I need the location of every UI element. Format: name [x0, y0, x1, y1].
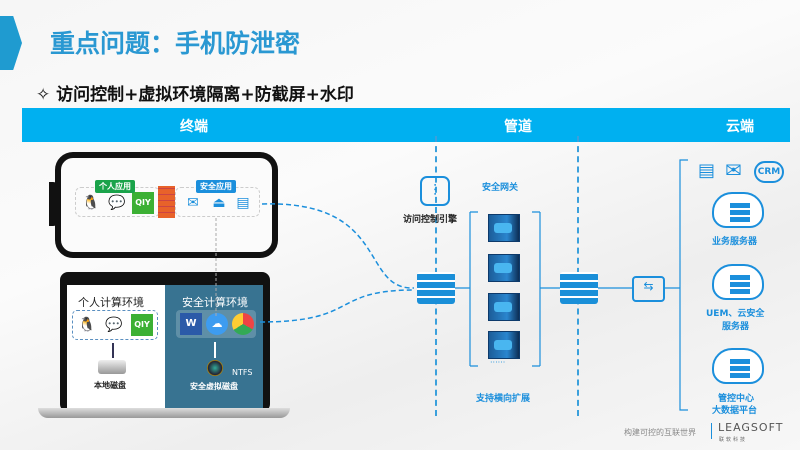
page-title: 重点问题：手机防泄密: [50, 29, 301, 58]
uem-label: UEM、云安全: [706, 309, 765, 319]
personal-apps-label: 个人应用: [95, 180, 135, 193]
gateway-node-icon: [488, 293, 520, 321]
section-pipe: 管道: [504, 119, 532, 135]
section-terminal: 终端: [180, 119, 208, 135]
iqiyi-icon: QIY: [132, 192, 154, 214]
cloud-drive-icon: ⏏: [212, 195, 226, 211]
phone-notch: [49, 182, 59, 226]
chrome-icon: [232, 313, 254, 335]
ntfs-label: NTFS: [232, 368, 253, 377]
contact-card-icon: ▤: [698, 160, 716, 181]
wechat-icon: 💬: [108, 195, 126, 211]
laptop-link: [259, 289, 415, 323]
personal-env-label: 个人计算环境: [78, 296, 144, 309]
virtual-disk-icon: [207, 360, 223, 376]
cloud-server-icon: [712, 264, 764, 300]
gateway-node-icon: [488, 254, 520, 282]
pipe-links: [455, 212, 680, 366]
connector-arrow: [112, 343, 114, 358]
scale-label: 支持横向扩展: [476, 394, 531, 404]
more-dots: ······: [490, 358, 506, 367]
footer-divider: [711, 423, 712, 439]
qq-icon: 🐧: [78, 317, 96, 333]
contact-card-icon: ▤: [236, 195, 250, 211]
qq-icon: 🐧: [82, 195, 100, 211]
wechat-icon: 💬: [105, 317, 123, 333]
brand-logo: LEAGSOFT: [718, 421, 784, 434]
section-cloud: 云端: [726, 119, 754, 135]
cloud-icon: ☁: [206, 313, 228, 335]
gateway-label: 安全网关: [482, 183, 519, 193]
mgmt-label: 管控中心: [718, 394, 755, 404]
local-disk-label: 本地磁盘: [94, 381, 126, 390]
personal-env-panel: [67, 285, 165, 408]
iqiyi-icon: QIY: [131, 314, 153, 336]
laptop-base: [38, 408, 290, 418]
crm-icon: CRM: [754, 161, 784, 183]
mail-icon: ✉: [187, 195, 199, 211]
access-engine-icon: ⫶: [420, 176, 450, 206]
personal-env-apps: 🐧 💬 QIY: [72, 310, 158, 340]
gateway-node-icon: [488, 214, 520, 242]
firewall-icon: [417, 272, 455, 304]
gateway-node-icon: [488, 331, 520, 359]
title-chevron: [0, 16, 22, 70]
cloud-server-icon: [712, 348, 764, 384]
router-icon: ⇆: [632, 276, 665, 302]
firewall-icon: [560, 272, 598, 304]
cloud-server-icon: [712, 192, 764, 228]
secure-env-label: 安全计算环境: [182, 296, 248, 309]
brackets: [470, 159, 688, 411]
uem-label-2: 服务器: [722, 322, 750, 332]
subtitle: ✧ 访问控制+虚拟环境隔离+防截屏+水印: [36, 85, 354, 105]
footer-slogan: 构建可控的互联世界: [624, 428, 696, 437]
phone-link: [261, 203, 415, 289]
local-disk-icon: [98, 360, 126, 374]
section-header-band: 终端 管道 云端: [22, 108, 790, 142]
virtual-disk-label: 安全虚拟磁盘: [190, 382, 238, 391]
word-icon: W: [180, 313, 202, 335]
biz-server-label: 业务服务器: [712, 237, 758, 247]
brand-cn: 联软科技: [719, 437, 748, 443]
mgmt-label-2: 大数据平台: [712, 406, 758, 416]
firewall-icon: [158, 186, 175, 218]
mail-icon: ✉: [725, 158, 742, 182]
secure-apps-label: 安全应用: [196, 180, 236, 193]
connector-arrow: [214, 342, 216, 358]
access-engine-label: 访问控制引擎: [403, 215, 458, 225]
